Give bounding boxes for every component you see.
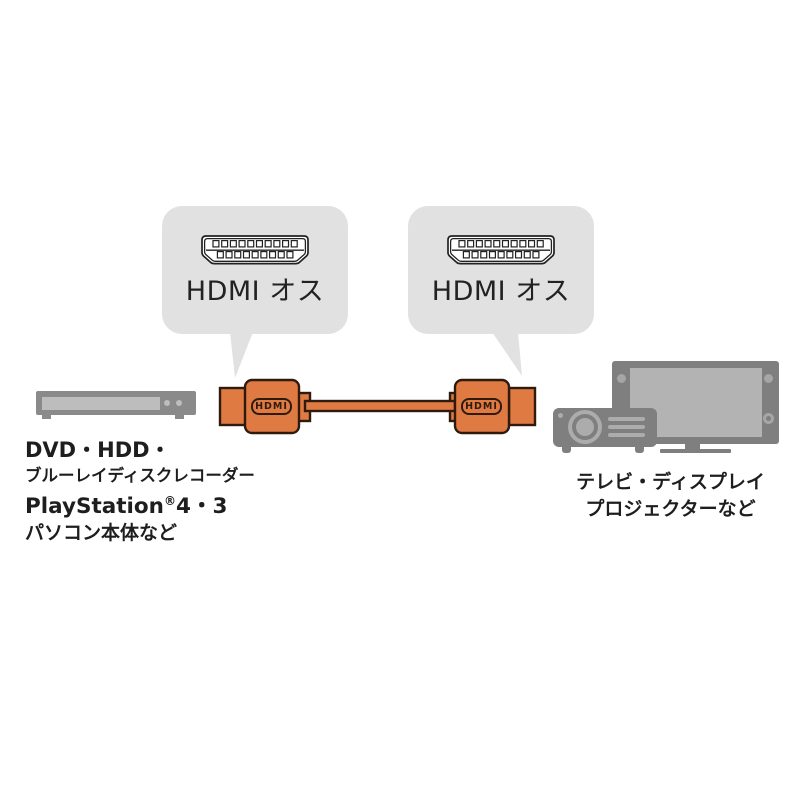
tv-speaker-dot xyxy=(617,374,626,383)
display-label-line2: プロジェクターなど xyxy=(585,498,756,520)
recorder-button xyxy=(164,400,170,406)
speech-bubble-left: HDMI オス xyxy=(162,206,348,334)
recorder-foot xyxy=(175,415,184,419)
projector-foot xyxy=(635,447,644,453)
projector-foot xyxy=(562,447,571,453)
projector-illustration xyxy=(553,408,657,453)
registered-trademark-symbol: ® xyxy=(163,494,176,508)
tv-speaker-dot xyxy=(764,374,773,383)
source-label-line3: PlayStation®4・3 xyxy=(25,488,255,520)
display-devices-label: テレビ・ディスプレイ プロジェクターなど xyxy=(563,469,778,523)
cable-plug-left xyxy=(218,386,249,427)
source-label-line4: パソコン本体など xyxy=(25,522,178,545)
cable-cord xyxy=(303,399,457,413)
projector-indicator-dot xyxy=(558,413,563,418)
cable-connector-logo-right: HDMI xyxy=(461,398,502,415)
hdmi-connector-icon xyxy=(201,235,309,265)
tv-power-ring xyxy=(763,413,774,424)
projector-vent xyxy=(608,417,645,421)
cable-connector-body-left xyxy=(243,378,301,435)
dvd-recorder-illustration xyxy=(36,391,196,419)
speech-bubble-tail-right xyxy=(492,332,522,376)
bubble-label-left: HDMI オス xyxy=(185,276,325,307)
projector-lens-center xyxy=(576,418,594,436)
hdmi-connector-icon xyxy=(447,235,555,265)
display-label-line1: テレビ・ディスプレイ xyxy=(576,471,765,493)
source-label-line2: ブルーレイディスクレコーダー xyxy=(25,466,255,485)
cable-connector-logo-left: HDMI xyxy=(251,398,292,415)
playstation-models: 4・3 xyxy=(175,494,228,520)
tv-stand-base xyxy=(660,449,731,453)
cable-plug-right xyxy=(507,386,537,427)
bubble-label-right: HDMI オス xyxy=(431,276,571,307)
recorder-display-panel xyxy=(42,397,160,410)
hdmi-cable-illustration xyxy=(218,378,537,435)
recorder-foot xyxy=(42,415,51,419)
speech-bubble-tail-left xyxy=(230,332,253,378)
cable-connector-body-right xyxy=(453,378,511,435)
source-label-line1: DVD・HDD・ xyxy=(25,438,171,462)
tv-power-ring-hole xyxy=(766,416,771,421)
projector-vent xyxy=(608,433,645,437)
projector-vent xyxy=(608,425,645,429)
recorder-button xyxy=(176,400,182,406)
playstation-brand: PlayStation xyxy=(25,494,164,520)
tv-stand-pillar xyxy=(685,444,700,450)
speech-bubble-right: HDMI オス xyxy=(408,206,594,334)
source-devices-label: DVD・HDD・ ブルーレイディスクレコーダー PlayStation®4・3 … xyxy=(25,437,255,546)
